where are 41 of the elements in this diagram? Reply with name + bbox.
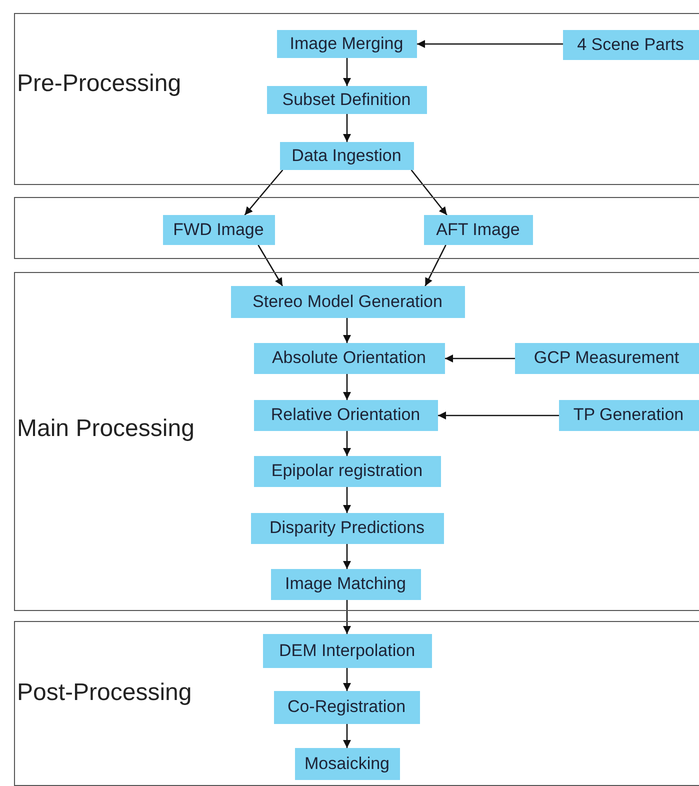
arrow [343, 724, 351, 748]
arrow [343, 374, 351, 400]
arrow [343, 668, 351, 691]
section-title: Main Processing [17, 415, 194, 443]
process-box: Disparity Predictions [250, 512, 444, 544]
section-band [14, 197, 699, 259]
process-box: Absolute Orientation [254, 342, 444, 374]
process-box: Stereo Model Generation [230, 286, 464, 318]
arrow [343, 318, 351, 343]
process-box: AFT Image [424, 214, 532, 244]
process-box: Subset Definition [266, 86, 426, 114]
arrow [417, 40, 563, 48]
section-band [14, 272, 699, 611]
process-box: DEM Interpolation [262, 634, 432, 668]
process-box: TP Generation [558, 400, 698, 430]
arrow [343, 487, 351, 513]
arrow [343, 114, 351, 142]
section-band [14, 621, 699, 786]
process-box: Data Ingestion [280, 142, 414, 170]
section-title: Post-Processing [17, 679, 192, 707]
process-box: GCP Measurement [514, 342, 698, 374]
arrow [244, 170, 284, 216]
arrow [343, 431, 351, 456]
process-box: Relative Orientation [254, 400, 438, 430]
arrow [343, 58, 351, 86]
process-box: Epipolar registration [254, 456, 440, 486]
arrow [445, 354, 515, 362]
process-box: Image Merging [276, 30, 416, 58]
process-box: 4 Scene Parts [562, 30, 698, 60]
process-box: Image Matching [270, 568, 420, 600]
arrow [343, 600, 351, 634]
section-title: Pre-Processing [17, 70, 182, 98]
arrow [258, 244, 284, 286]
arrow [438, 412, 559, 420]
arrow [410, 170, 448, 216]
section-band [14, 13, 699, 185]
process-box: FWD Image [162, 214, 274, 244]
arrow [343, 544, 351, 569]
arrow [424, 244, 446, 286]
process-box: Co-Registration [274, 690, 420, 724]
process-box: Mosaicking [294, 748, 400, 780]
